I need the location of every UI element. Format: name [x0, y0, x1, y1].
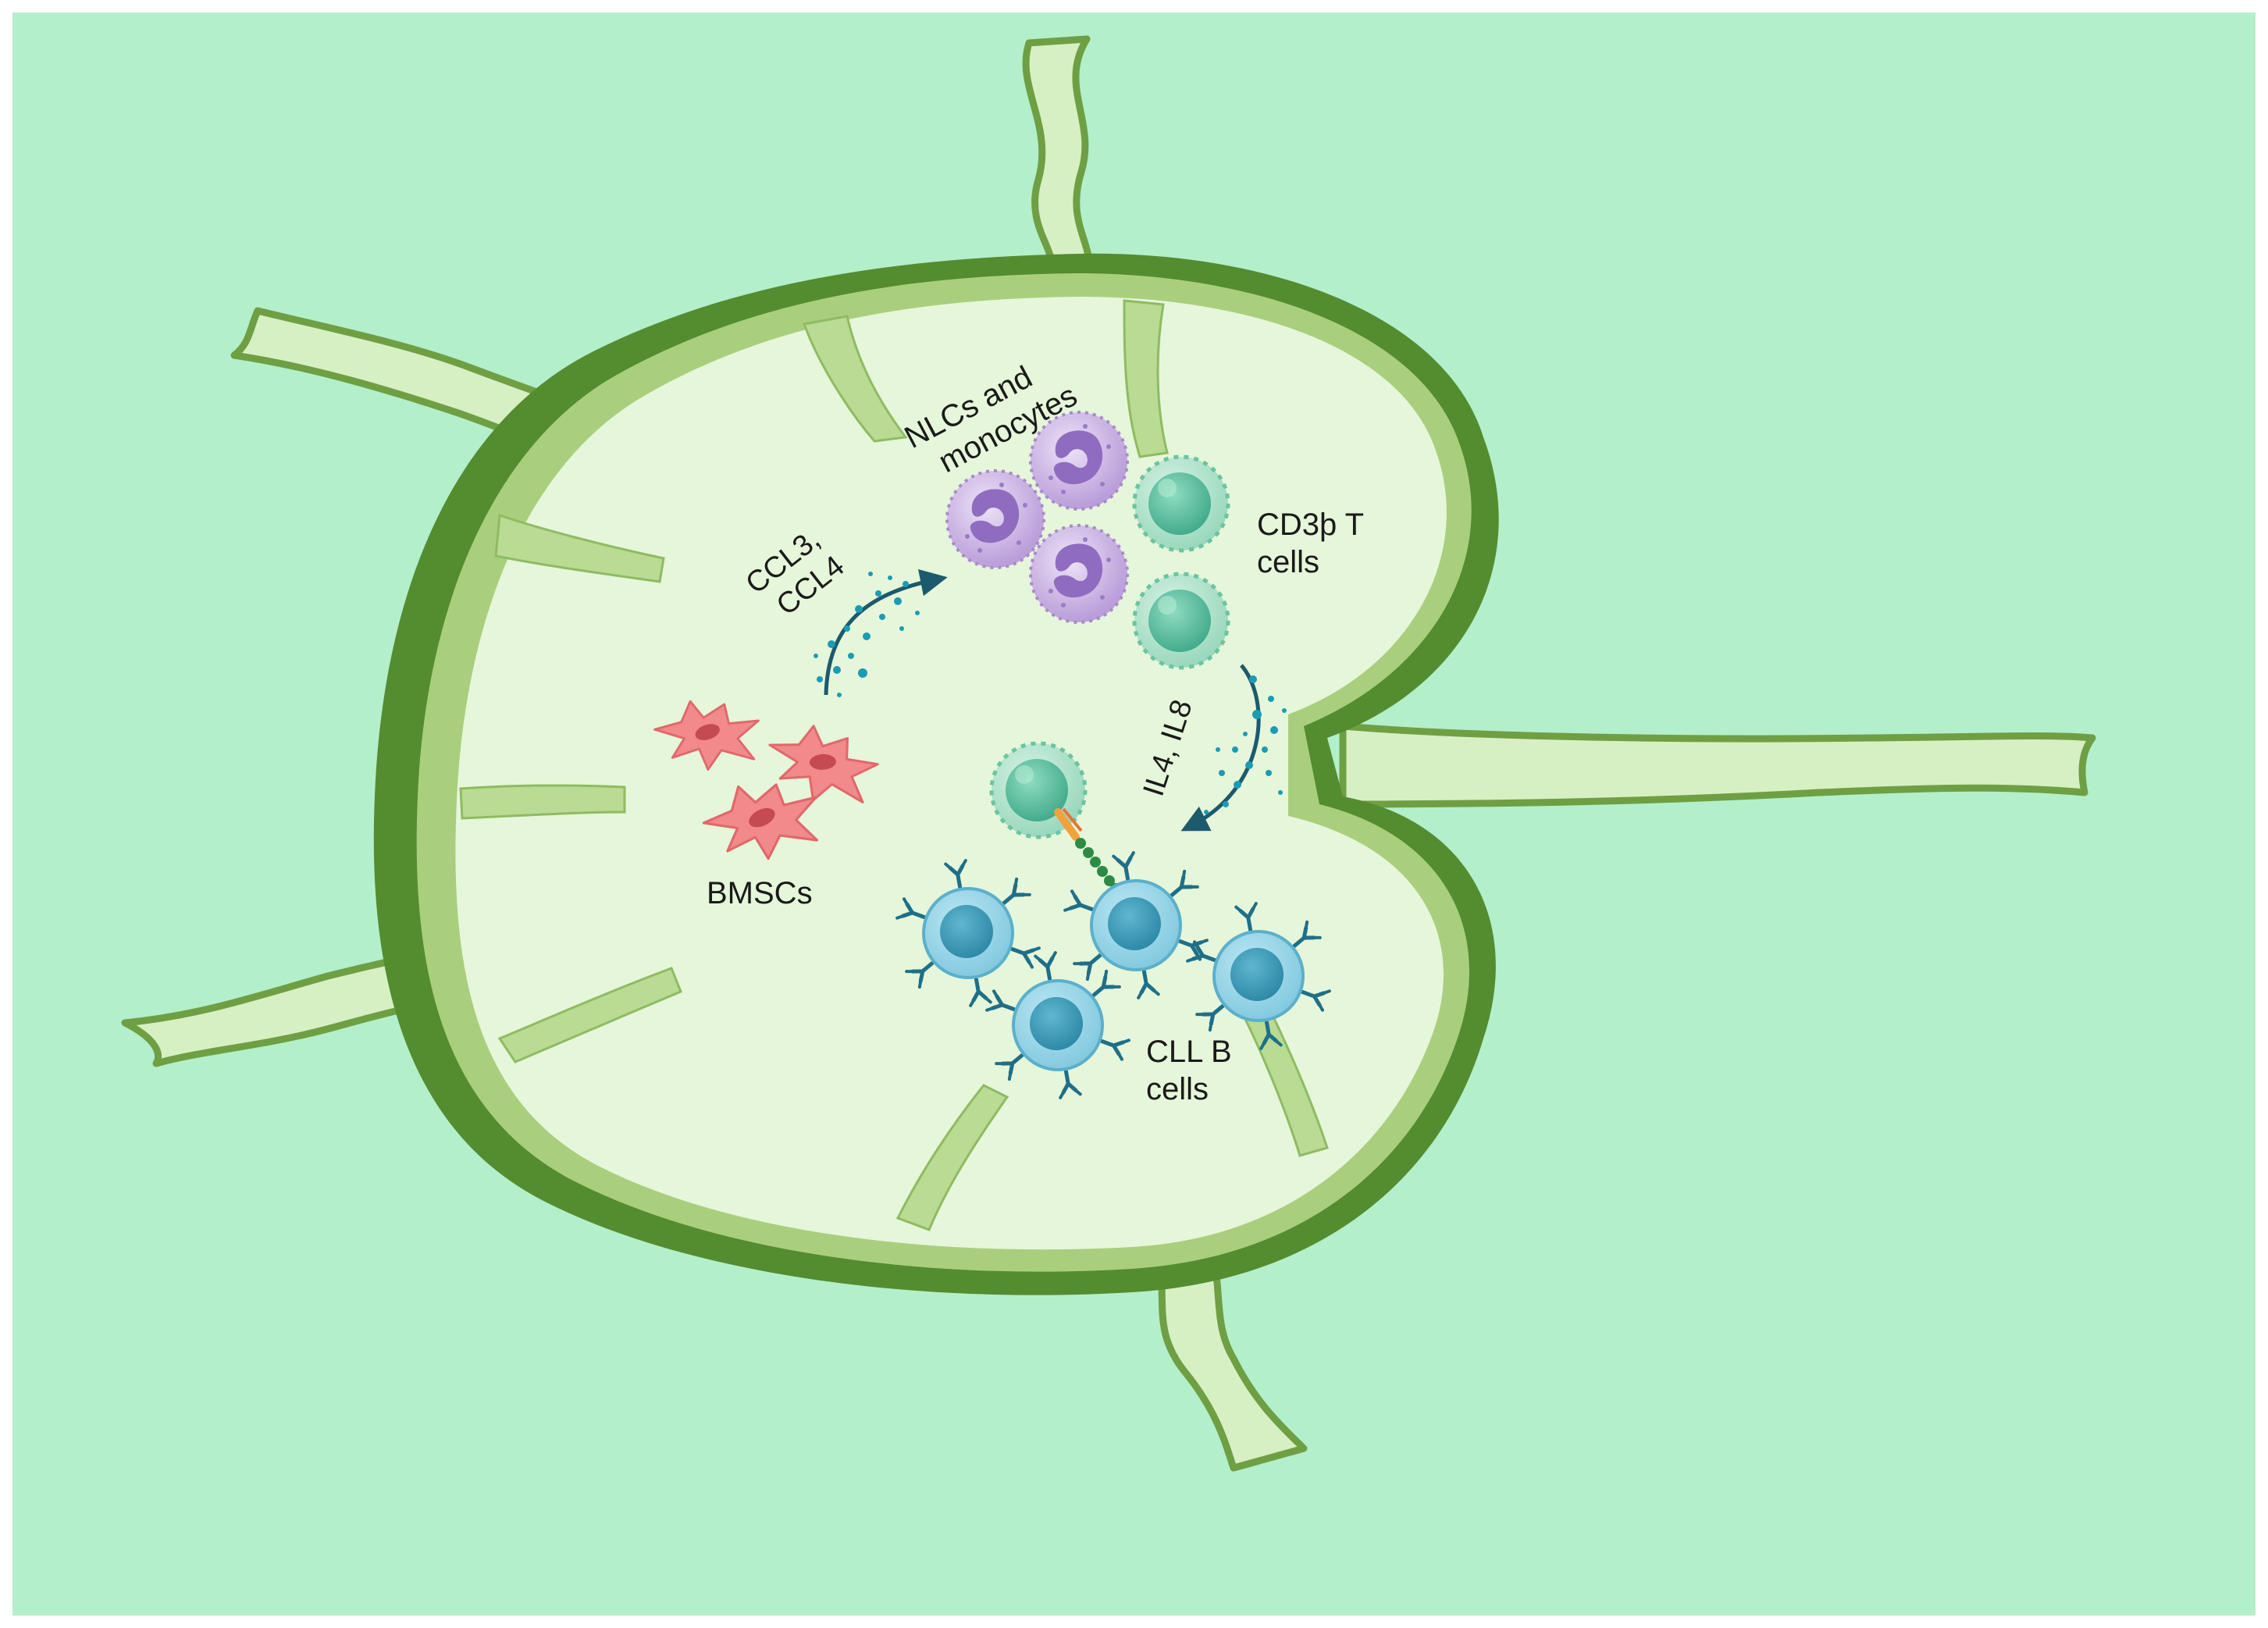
ccl-arrow	[824, 568, 948, 696]
receptor-binding-icon	[1054, 807, 1121, 894]
t-cell-icon	[1134, 457, 1228, 550]
t-cell-icon	[1134, 574, 1228, 668]
b-cell-label: CLL B cells	[1146, 1035, 1241, 1106]
t-cell-label: CD3þ T cells	[1257, 508, 1373, 579]
ccl-signal	[814, 568, 948, 697]
monocyte-cell-icon	[1029, 524, 1129, 624]
il-signal	[1180, 664, 1287, 832]
bmsc-label: BMSCs	[707, 876, 813, 910]
monocyte-cell-icon	[945, 469, 1045, 569]
t-b-interaction	[992, 743, 1121, 894]
trabeculae	[459, 299, 1329, 1231]
t-cell-icon	[992, 743, 1085, 837]
cytokine-dots	[814, 572, 920, 697]
cytokine-dots	[1204, 675, 1287, 814]
